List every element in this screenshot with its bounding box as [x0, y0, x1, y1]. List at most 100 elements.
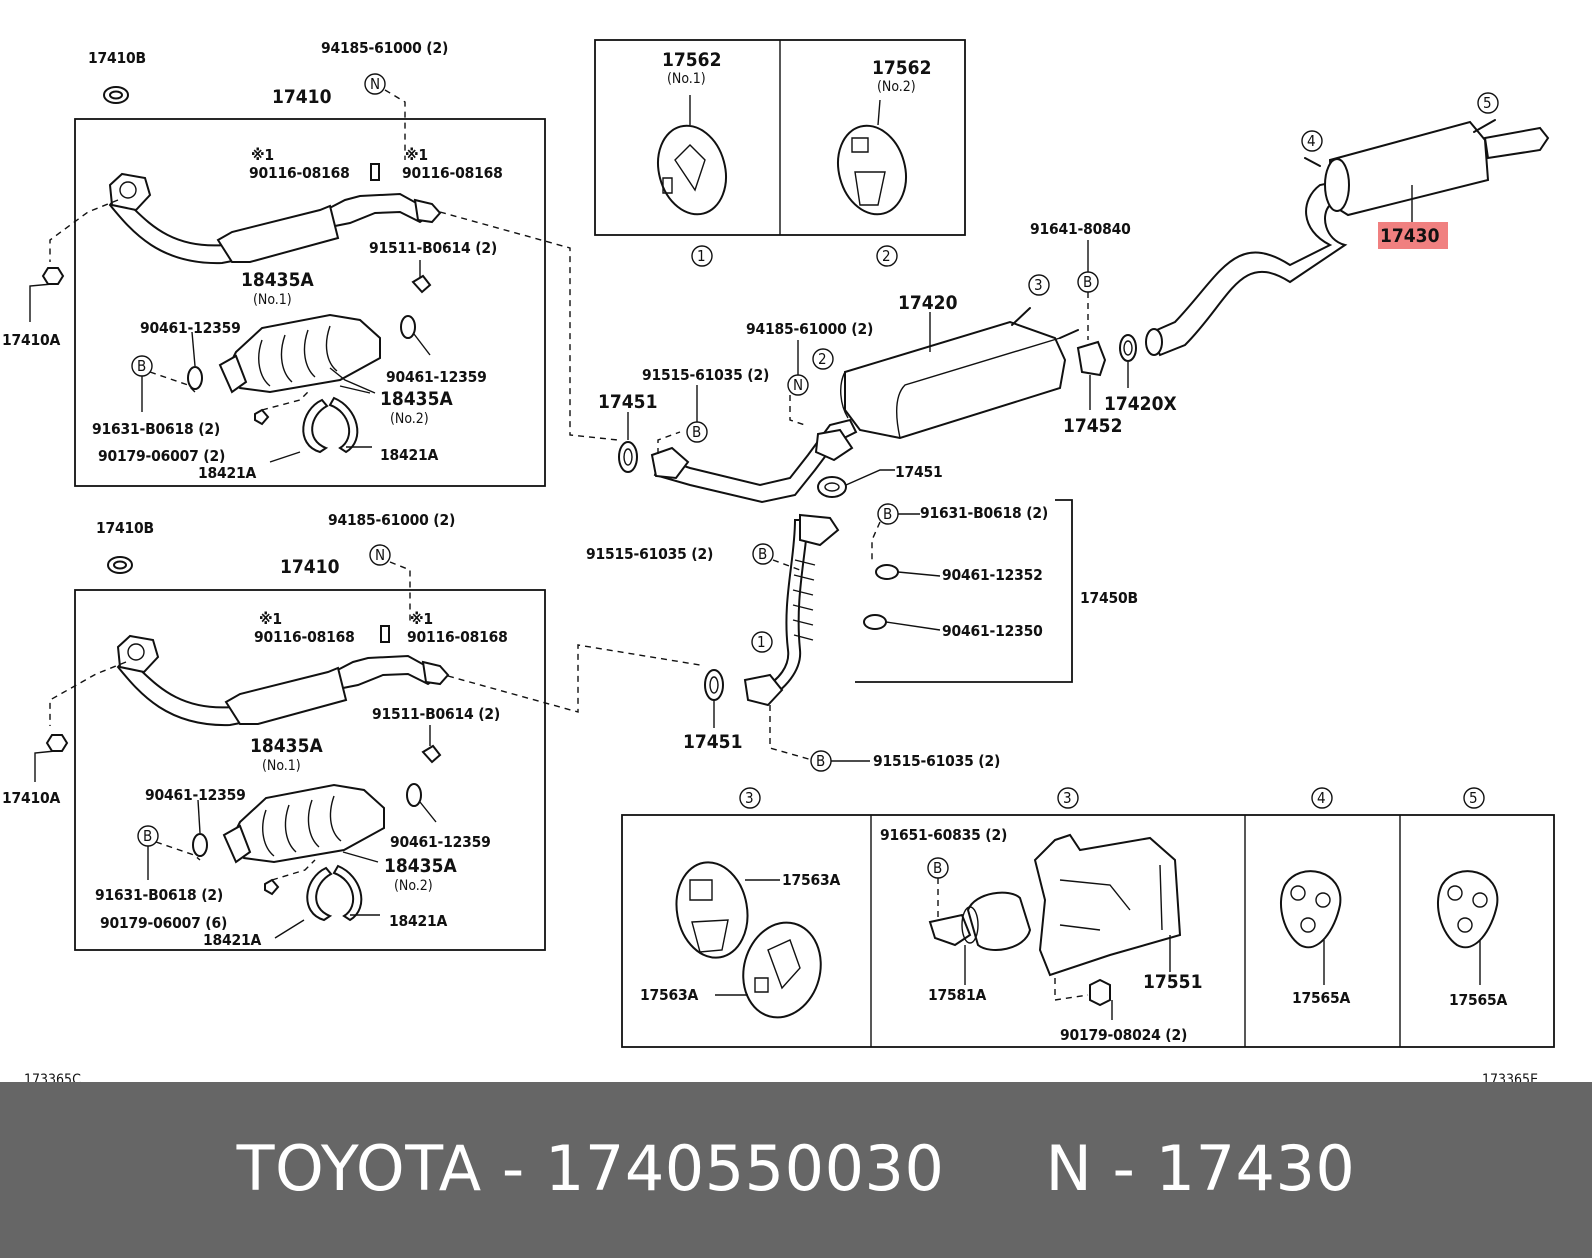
- label-17450b[interactable]: 17450B: [1080, 589, 1138, 607]
- callout-n-lower[interactable]: [369, 544, 391, 566]
- gasket-90461-upper-left[interactable]: [187, 366, 203, 390]
- clamp-18421a-lower-left[interactable]: [306, 866, 333, 922]
- label-18435a-upper[interactable]: 18435A: [241, 269, 314, 291]
- hanger-17565a-no4[interactable]: [1280, 870, 1342, 949]
- callout-4-inset[interactable]: [1311, 787, 1333, 809]
- nut-90179-lower[interactable]: [264, 878, 280, 896]
- gasket-90461-upper-right[interactable]: [400, 315, 416, 339]
- label-90461-lower-right[interactable]: 90461-12359: [390, 833, 491, 851]
- label-90116-upper-left[interactable]: 90116-08168: [249, 164, 350, 182]
- gasket-90461-12350[interactable]: [863, 614, 887, 630]
- nut-17410a-lower[interactable]: [45, 734, 69, 752]
- label-90116-lower-right[interactable]: 90116-08168: [407, 628, 508, 646]
- hanger-17563a-lower[interactable]: [733, 914, 831, 1026]
- label-90179-08024[interactable]: 90179-08024 (2): [1060, 1026, 1187, 1044]
- label-90461-12350[interactable]: 90461-12350: [942, 622, 1043, 640]
- label-17452[interactable]: 17452: [1063, 415, 1122, 437]
- label-17451-c[interactable]: 17451: [683, 731, 742, 753]
- clamp-18421a-lower-right[interactable]: [332, 864, 363, 922]
- hanger-17563a-upper[interactable]: [669, 857, 755, 964]
- gasket-90461-lower-right[interactable]: [406, 783, 422, 807]
- callout-1-top[interactable]: [691, 245, 713, 267]
- label-90461-upper-right[interactable]: 90461-12359: [386, 368, 487, 386]
- catalytic-converter-18435a-lower[interactable]: [228, 783, 385, 864]
- gasket-90461-lower-left[interactable]: [192, 833, 208, 857]
- callout-3-center[interactable]: [1028, 274, 1050, 296]
- label-17565a-no4[interactable]: 17565A: [1292, 989, 1351, 1007]
- clamp-18421a-upper-left[interactable]: [302, 398, 329, 454]
- heat-insulator-17551[interactable]: [1033, 833, 1182, 977]
- label-91511-upper[interactable]: 91511-B0614 (2): [369, 239, 497, 257]
- label-91631-lower[interactable]: 91631-B0618 (2): [95, 886, 223, 904]
- label-17563a-lower[interactable]: 17563A: [640, 986, 699, 1004]
- label-17562-no1[interactable]: 17562: [662, 49, 721, 71]
- callout-5-inset[interactable]: [1463, 787, 1485, 809]
- label-17581a[interactable]: 17581A: [928, 986, 987, 1004]
- label-18421a-lower-right[interactable]: 18421A: [389, 912, 448, 930]
- label-17451-b[interactable]: 17451: [895, 463, 943, 481]
- callout-5-top[interactable]: [1477, 92, 1499, 114]
- callout-b-flex-left[interactable]: [752, 543, 774, 565]
- nut-17410a-upper[interactable]: [41, 267, 65, 285]
- nut-90179-upper[interactable]: [254, 408, 270, 426]
- callout-2-center[interactable]: [812, 348, 834, 370]
- bolt-91511-lower[interactable]: [421, 744, 442, 764]
- callout-3-inset-a[interactable]: [739, 787, 761, 809]
- label-17410b-lower[interactable]: 17410B: [96, 519, 154, 537]
- callout-1-flex[interactable]: [751, 631, 773, 653]
- hanger-17562-no1[interactable]: [648, 118, 735, 222]
- label-17410b-upper[interactable]: 17410B: [88, 49, 146, 67]
- label-18421a-upper-right[interactable]: 18421A: [380, 446, 439, 464]
- label-91515-a[interactable]: 91515-61035 (2): [642, 366, 769, 384]
- label-90179-lower[interactable]: 90179-06007 (6): [100, 914, 227, 932]
- callout-3-inset-b[interactable]: [1057, 787, 1079, 809]
- label-17563a-upper[interactable]: 17563A: [782, 871, 841, 889]
- label-90461-upper-left[interactable]: 90461-12359: [140, 319, 241, 337]
- label-90461-lower-left[interactable]: 90461-12359: [145, 786, 246, 804]
- tail-pipe-17430[interactable]: [1148, 178, 1348, 357]
- damper-17581a[interactable]: [966, 891, 1032, 951]
- nut-90179-08024[interactable]: [1089, 978, 1111, 1007]
- callout-4-top[interactable]: [1301, 130, 1323, 152]
- label-18421a-lower-left[interactable]: 18421A: [203, 931, 262, 949]
- clamp-17452[interactable]: [1076, 340, 1107, 377]
- label-17420[interactable]: 17420: [898, 292, 958, 314]
- clamp-18421a-upper-right[interactable]: [328, 396, 359, 454]
- gasket-17451-b[interactable]: [817, 476, 847, 498]
- label-17410-upper[interactable]: 17410: [272, 86, 332, 108]
- label-17562-no2[interactable]: 17562: [872, 57, 931, 79]
- main-muffler-17420[interactable]: [844, 320, 1067, 440]
- label-90116-upper-right[interactable]: 90116-08168: [402, 164, 503, 182]
- label-17565a-no5[interactable]: 17565A: [1449, 991, 1508, 1009]
- label-17420x[interactable]: 17420X: [1104, 393, 1177, 415]
- callout-n-upper[interactable]: [364, 73, 386, 95]
- bolt-90116-upper[interactable]: [370, 163, 380, 181]
- callout-2-top[interactable]: [876, 245, 898, 267]
- catalytic-converter-18435a-upper[interactable]: [224, 313, 381, 394]
- label-17410-lower[interactable]: 17410: [280, 556, 340, 578]
- label-91631-upper[interactable]: 91631-B0618 (2): [92, 420, 220, 438]
- label-17451-a[interactable]: 17451: [598, 391, 657, 413]
- label-91515-c[interactable]: 91515-61035 (2): [873, 752, 1000, 770]
- gasket-17420x[interactable]: [1119, 334, 1137, 362]
- label-18421a-upper-left[interactable]: 18421A: [198, 464, 257, 482]
- label-91511-lower[interactable]: 91511-B0614 (2): [372, 705, 500, 723]
- label-90461-12352[interactable]: 90461-12352: [942, 566, 1043, 584]
- label-91631-flex[interactable]: 91631-B0618 (2): [920, 504, 1048, 522]
- label-91515-b[interactable]: 91515-61035 (2): [586, 545, 713, 563]
- label-94185-lower[interactable]: 94185-61000 (2): [328, 511, 455, 529]
- center-pipe-17420-front[interactable]: [653, 418, 858, 504]
- gasket-90461-12352[interactable]: [875, 564, 899, 580]
- gasket-17451-c[interactable]: [704, 669, 724, 701]
- label-90179-upper[interactable]: 90179-06007 (2): [98, 447, 225, 465]
- label-91651[interactable]: 91651-60835 (2): [880, 826, 1007, 844]
- hanger-17562-no2[interactable]: [828, 118, 915, 222]
- sub-muffler-17430[interactable]: [1328, 120, 1490, 217]
- label-17551[interactable]: 17551: [1143, 971, 1202, 993]
- label-18435a-lower[interactable]: 18435A: [250, 735, 323, 757]
- bolt-91511-upper[interactable]: [411, 274, 432, 294]
- hanger-17565a-no5[interactable]: [1437, 870, 1499, 949]
- label-17410a-lower[interactable]: 17410A: [2, 789, 61, 807]
- label-94185-upper[interactable]: 94185-61000 (2): [321, 39, 448, 57]
- gasket-17451-a[interactable]: [618, 441, 638, 473]
